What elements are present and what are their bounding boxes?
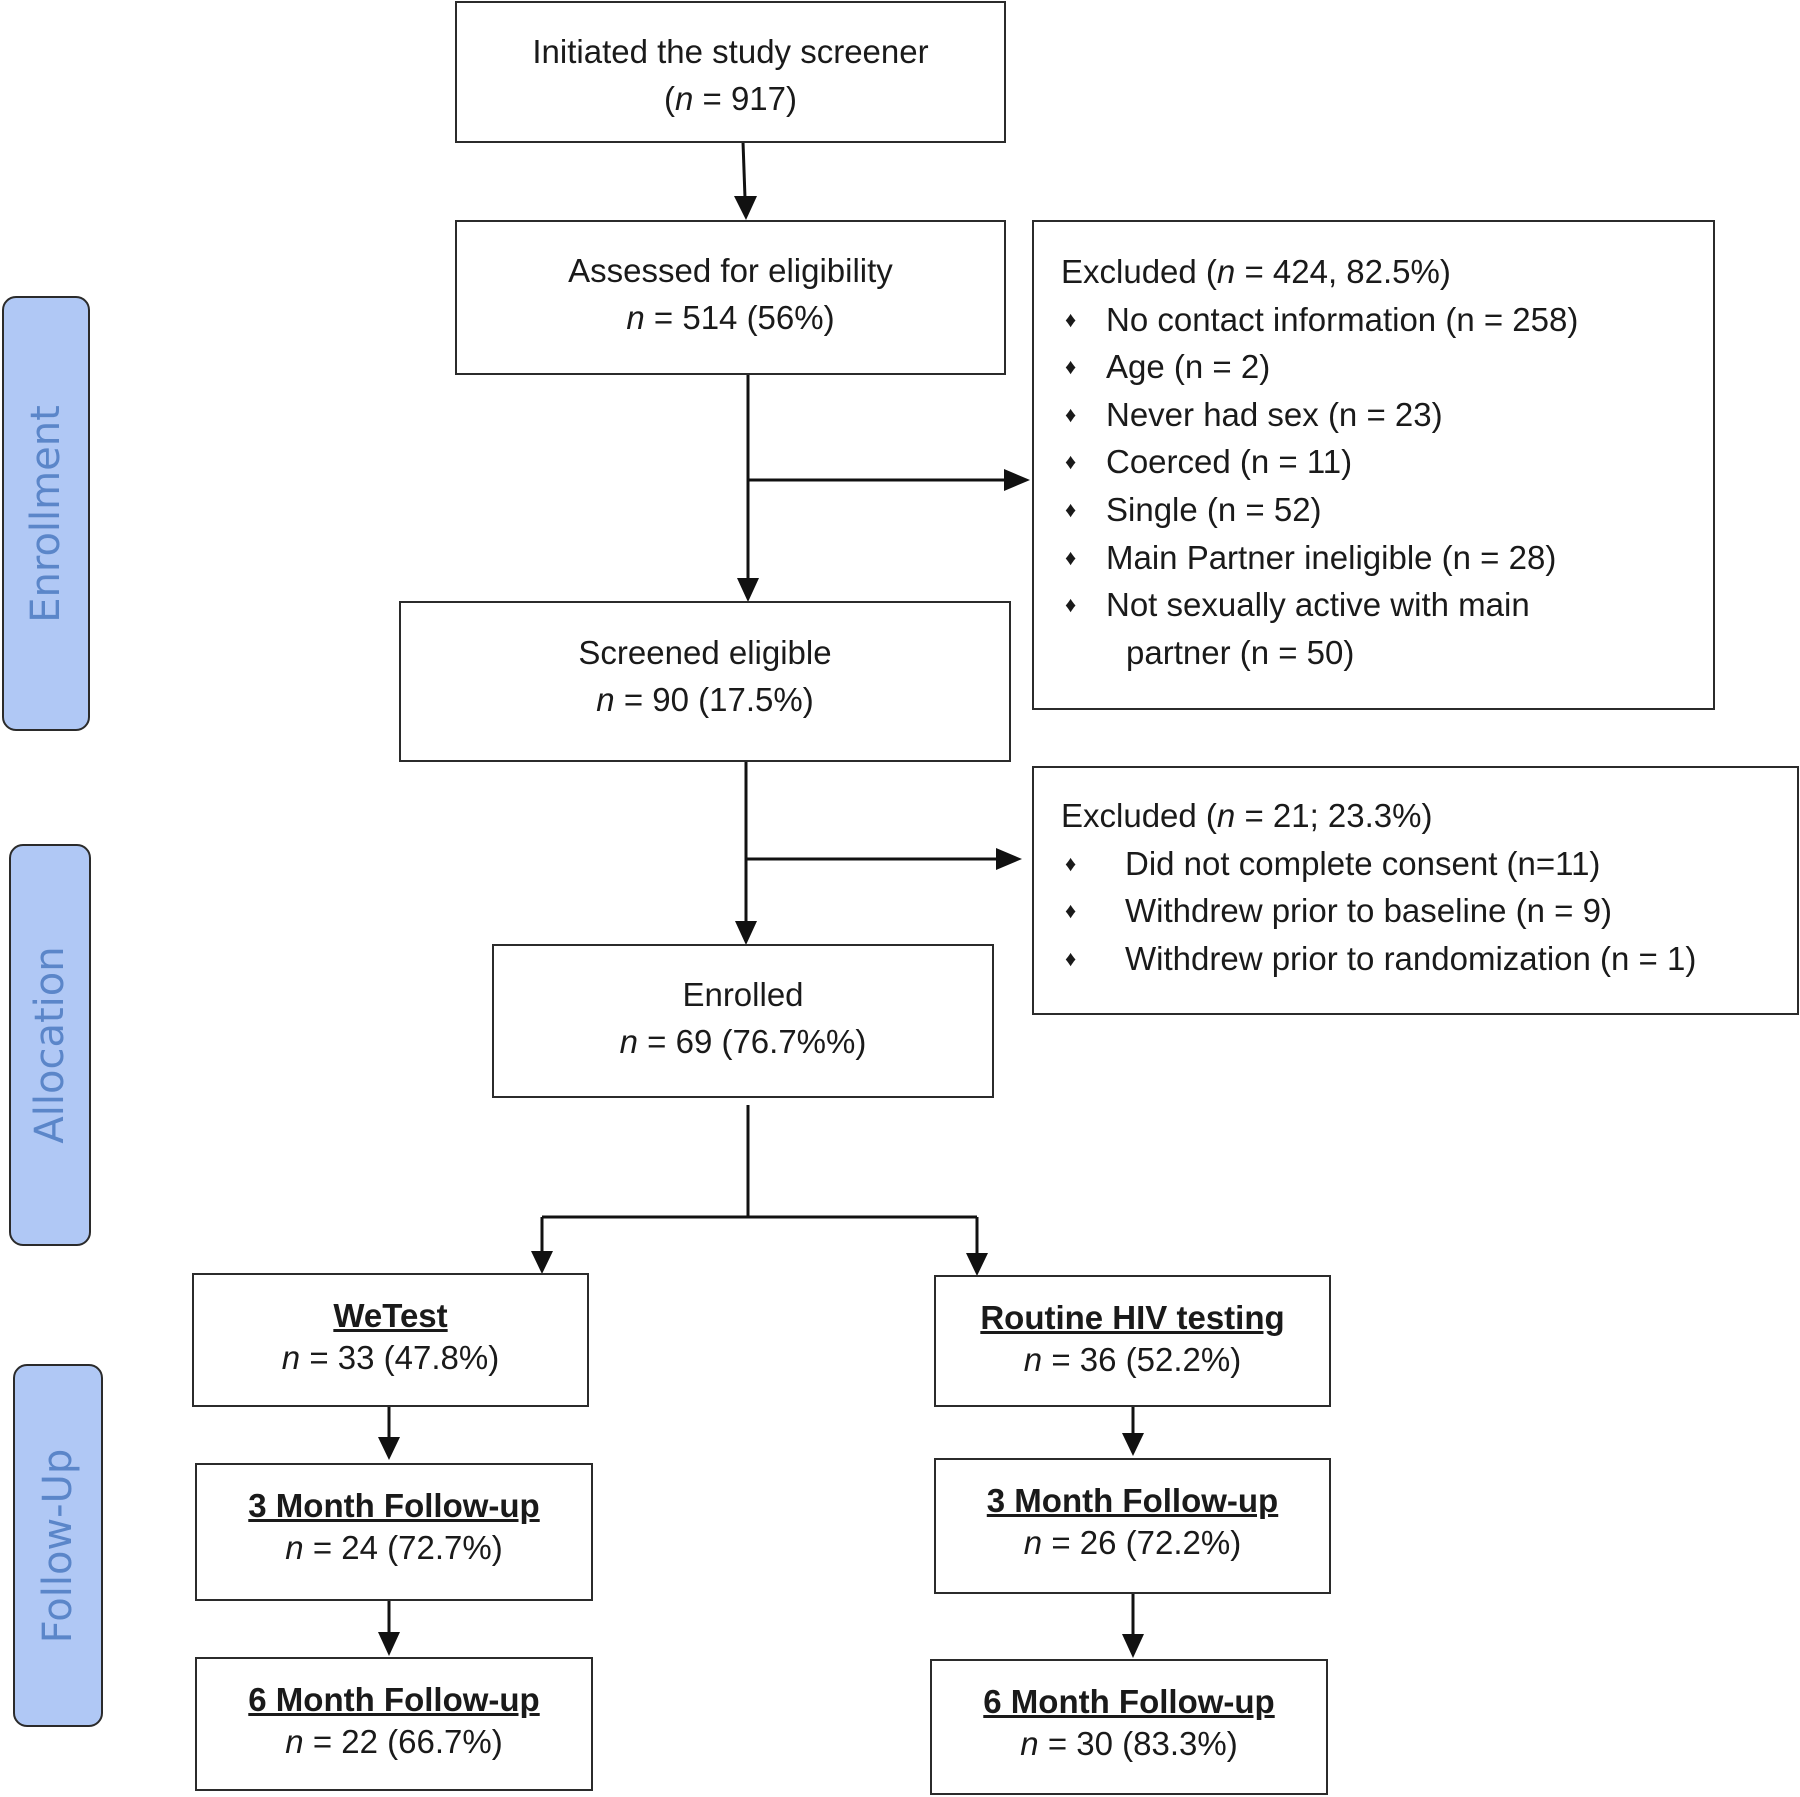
box-count: n = 514 (56%) (626, 299, 835, 336)
stage-followup: Follow-Up (13, 1364, 103, 1727)
box-title: WeTest (333, 1297, 448, 1334)
box-title: Enrolled (682, 976, 804, 1013)
list-item: Did not complete consent (n=11) (1061, 840, 1797, 888)
list-item-continuation: partner (n = 50) (1126, 633, 1355, 671)
stage-enrollment: Enrollment (2, 296, 90, 731)
box-title: Assessed for eligibility (568, 252, 893, 289)
arrowhead (1122, 1433, 1144, 1456)
arrowhead (1004, 469, 1030, 491)
arrowhead (378, 1437, 400, 1460)
box-routine-6m: 6 Month Follow-up n = 30 (83.3%) (930, 1659, 1328, 1795)
box-title: 6 Month Follow-up (248, 1681, 540, 1718)
list-item: Age (n = 2) (1061, 343, 1713, 391)
box-count: n = 90 (17.5%) (596, 681, 814, 718)
box-title: Screened eligible (578, 634, 832, 671)
box-wetest: WeTest n = 33 (47.8%) (192, 1273, 589, 1407)
list-item: Withdrew prior to randomization (n = 1) (1061, 935, 1797, 983)
box-routine-3m: 3 Month Follow-up n = 26 (72.2%) (934, 1458, 1331, 1594)
arrow-screener-assessed (741, 141, 747, 199)
box-count: n = 36 (52.2%) (1023, 1341, 1242, 1378)
excluded2-list: Did not complete consent (n=11) Withdrew… (1061, 840, 1797, 983)
list-item: Never had sex (n = 23) (1061, 391, 1713, 439)
arrowhead (1122, 1634, 1144, 1658)
arrowhead (734, 196, 757, 220)
box-count: n = 22 (66.7%) (285, 1723, 503, 1760)
box-count: n = 33 (47.8%) (281, 1339, 500, 1376)
box-routine: Routine HIV testing n = 36 (52.2%) (934, 1275, 1331, 1407)
stage-allocation: Allocation (9, 844, 91, 1246)
box-count: n = 30 (83.3%) (1020, 1725, 1238, 1762)
box-enrolled: Enrolled n = 69 (76.7%%) (492, 944, 994, 1098)
list-item: Single (n = 52) (1061, 486, 1713, 534)
excluded1-list: No contact information (n = 258) Age (n … (1061, 296, 1713, 677)
arrowhead (531, 1251, 553, 1274)
box-title: 6 Month Follow-up (983, 1683, 1275, 1720)
box-title: 3 Month Follow-up (986, 1482, 1279, 1519)
arrowhead (737, 578, 759, 602)
box-count: (n = 917) (663, 80, 798, 117)
list-item: Coerced (n = 11) (1061, 438, 1713, 486)
box-title: 3 Month Follow-up (248, 1487, 540, 1524)
list-item: Main Partner ineligible (n = 28) (1061, 534, 1713, 582)
arrowhead (378, 1632, 400, 1656)
arrowhead (966, 1253, 988, 1276)
box-title: Routine HIV testing (980, 1299, 1285, 1336)
stage-followup-label: Follow-Up (35, 1448, 81, 1643)
box-count: n = 24 (72.7%) (285, 1529, 503, 1566)
box-screened: Screened eligible n = 90 (17.5%) (399, 601, 1011, 762)
box-assessed: Assessed for eligibility n = 514 (56%) (455, 220, 1006, 375)
box-title: Initiated the study screener (532, 33, 929, 70)
box-count: n = 26 (72.2%) (1023, 1524, 1242, 1561)
box-screener: Initiated the study screener (n = 917) (455, 1, 1006, 143)
box-wetest-3m: 3 Month Follow-up n = 24 (72.7%) (195, 1463, 593, 1601)
box-excluded-1: Excluded (n = 424, 82.5%) No contact inf… (1032, 220, 1715, 710)
box-wetest-6m: 6 Month Follow-up n = 22 (66.7%) (195, 1657, 593, 1791)
stage-enrollment-label: Enrollment (23, 404, 69, 623)
list-item: No contact information (n = 258) (1061, 296, 1713, 344)
box-excluded-2: Excluded (n = 21; 23.3%) Did not complet… (1032, 766, 1799, 1015)
excluded1-heading: Excluded (n = 424, 82.5%) (1061, 253, 1451, 290)
stage-allocation-label: Allocation (27, 946, 73, 1144)
arrowhead (735, 921, 757, 945)
excluded2-heading: Excluded (n = 21; 23.3%) (1061, 797, 1433, 834)
arrowhead (996, 848, 1022, 870)
box-count: n = 69 (76.7%%) (619, 1023, 867, 1060)
list-item: Withdrew prior to baseline (n = 9) (1061, 887, 1797, 935)
